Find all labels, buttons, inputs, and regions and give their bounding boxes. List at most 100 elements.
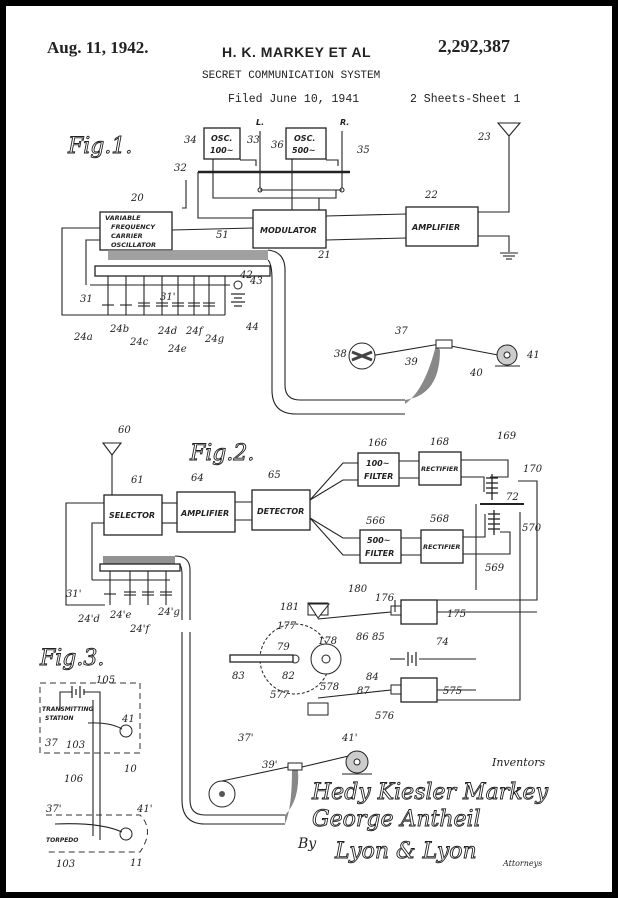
key-l-label: L.	[256, 118, 264, 127]
shaft-83	[229, 654, 294, 663]
component-label: OSCILLATOR	[111, 241, 156, 249]
battery-44	[231, 293, 245, 307]
reference-number: 41	[526, 350, 540, 361]
selector-box: SELECTOR	[103, 494, 163, 536]
amplifier-box-fig1: AMPLIFIER	[405, 206, 479, 247]
reference-number: 87	[357, 686, 370, 697]
reference-number: 10	[124, 764, 137, 775]
reference-number: 177	[277, 621, 297, 632]
reference-number: 166	[368, 438, 388, 449]
motor-41p-fig3	[119, 827, 133, 841]
tape-conduit	[267, 249, 405, 401]
reference-number: 170	[523, 464, 543, 475]
reference-number: 578	[320, 682, 339, 693]
fig2-label: Fig.2.	[189, 441, 254, 466]
reference-number: 570	[522, 523, 542, 534]
battery-74	[407, 652, 417, 666]
reader-39	[435, 339, 453, 349]
tape-band	[108, 250, 268, 260]
component-label: CARRIER	[111, 232, 143, 240]
component-label: FILTER	[364, 472, 393, 481]
reference-number: 41'	[341, 733, 357, 744]
patent-date: Aug. 11, 1942.	[47, 38, 149, 57]
component-label: TRANSMITTING	[42, 706, 93, 713]
reference-number: 566	[366, 516, 386, 527]
reference-number: 31'	[160, 292, 175, 303]
sheet-count: 2 Sheets-Sheet 1	[410, 93, 521, 106]
tape-conduit-fig2	[174, 555, 285, 816]
filter-500-box: 500~ FILTER	[359, 529, 402, 564]
reference-number: 22	[424, 190, 438, 201]
reference-number: 178	[318, 636, 337, 647]
vfco-box: VARIABLE FREQUENCY CARRIER OSCILLATOR	[99, 211, 173, 251]
filed-date: Filed June 10, 1941	[228, 93, 360, 106]
reference-number: 39'	[262, 760, 277, 771]
reference-number: 61	[131, 475, 144, 486]
patent-number: 2,292,387	[438, 36, 510, 56]
component-label: RECTIFIER	[421, 465, 458, 473]
component-label: 500~	[292, 146, 315, 155]
reference-number: 51	[216, 230, 229, 241]
reference-number: 24g	[204, 334, 224, 345]
inventor-1-signature: Hedy Kiesler Markey	[311, 780, 549, 805]
inventors-label: Inventors	[491, 756, 546, 769]
reference-number: 577	[270, 690, 290, 701]
inventors-short: H. K. MARKEY ET AL	[222, 44, 372, 60]
reference-number: 24c	[129, 337, 149, 348]
reference-number: 60	[118, 425, 131, 436]
component-label: OSC.	[294, 134, 315, 143]
reference-number: 43	[249, 276, 263, 287]
reference-number: 24'g	[157, 607, 180, 618]
reference-number: 175	[447, 609, 466, 620]
coil-169	[486, 474, 498, 500]
reference-number: 31'	[66, 589, 81, 600]
reference-number: 23	[477, 132, 491, 143]
component-label: 100~	[366, 459, 389, 468]
component-label: 500~	[367, 536, 390, 545]
component-label: 100~	[210, 146, 233, 155]
contact-bar	[94, 265, 271, 277]
reference-number: 84	[366, 672, 379, 683]
battery-105	[71, 686, 85, 698]
reference-number: 40	[469, 368, 483, 379]
component-label: AMPLIFIER	[411, 223, 460, 232]
reference-number: 176	[375, 593, 395, 604]
reference-number: 39	[405, 357, 418, 368]
reference-number: 79	[277, 642, 290, 653]
reference-number: 41	[121, 714, 135, 725]
torpedo-boundary	[46, 814, 148, 853]
component-label: OSC.	[211, 134, 232, 143]
by-label: By	[297, 836, 317, 852]
component-label: DETECTOR	[257, 507, 304, 516]
osc-100-box: OSC. 100~	[203, 127, 241, 160]
reference-number: 65	[268, 470, 281, 481]
reference-number: 32	[174, 163, 187, 174]
reference-number: 103	[56, 859, 75, 870]
rectifier-box-1: RECTIFIER	[418, 451, 462, 486]
reference-number: 168	[430, 437, 449, 448]
reference-number: 11	[130, 858, 143, 869]
motor-41-fig3	[119, 724, 133, 738]
ground-icon	[500, 252, 518, 260]
stepping-mechanism	[229, 590, 537, 716]
component-label: SELECTOR	[109, 511, 155, 520]
component-label: FREQUENCY	[111, 223, 156, 231]
component-label: AMPLIFIER	[180, 509, 229, 518]
reference-number: 82	[282, 671, 295, 682]
reference-number: 36	[271, 140, 284, 151]
reference-number: 85	[372, 632, 385, 643]
reference-number: 24'd	[77, 614, 100, 625]
reference-number: 37'	[46, 804, 61, 815]
reference-number: 568	[430, 514, 449, 525]
reference-number: 21	[317, 250, 331, 261]
component-label: MODULATOR	[260, 226, 317, 235]
reference-number: 41'	[136, 804, 152, 815]
amplifier-box-fig2: AMPLIFIER	[176, 491, 236, 533]
reference-number: 31	[80, 294, 93, 305]
reference-number: 64	[191, 473, 204, 484]
reference-number: 86	[356, 632, 369, 643]
reference-number: 35	[357, 145, 370, 156]
reference-number: 24a	[73, 332, 93, 343]
component-label: STATION	[45, 715, 73, 722]
